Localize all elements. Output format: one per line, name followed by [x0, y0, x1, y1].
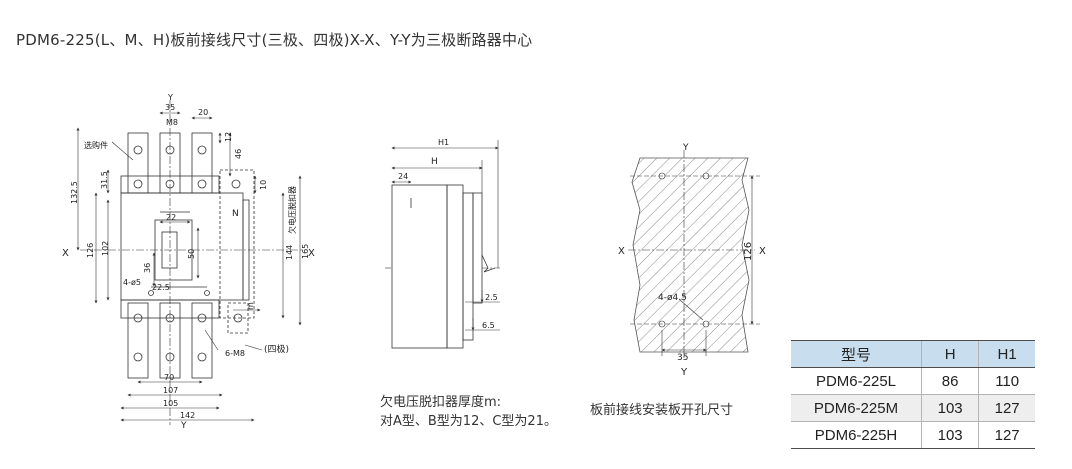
front-axis-x-left: X — [62, 248, 69, 259]
cell-model: PDM6-225L — [791, 367, 922, 395]
dim-2-5: 2.5 — [485, 293, 498, 302]
cutout-axis-y-top: Y — [682, 143, 689, 153]
table-row: PDM6-225M 103 127 — [791, 394, 1035, 422]
table-row: PDM6-225H 103 127 — [791, 421, 1035, 449]
front-axis-y-top: Y — [167, 93, 173, 102]
four-pole-label: (四极) — [264, 343, 289, 355]
dim-50: 50 — [187, 249, 196, 259]
n-pole-label: N — [232, 209, 239, 219]
header-h: H — [920, 340, 979, 368]
cutout-dim-126: 126 — [743, 242, 754, 261]
dim-46: 46 — [234, 149, 243, 159]
dim-h1: H1 — [438, 138, 449, 147]
busbar-top-3 — [191, 132, 213, 194]
undervoltage-caption-line1: 欠电压脱扣器厚度m: — [380, 395, 502, 410]
cutout-caption: 板前接线安装板开孔尺寸 — [590, 403, 734, 418]
mounting-plate-hatched — [631, 157, 750, 353]
table-header-row: 型号 H H1 — [791, 340, 1035, 368]
undervoltage-label: 欠电压脱扣器 — [287, 186, 297, 234]
dim-20: 20 — [198, 108, 208, 117]
dim-h: H — [431, 157, 438, 167]
side-view-labels: H1 H 24 2.5 6.5 — [398, 138, 498, 330]
front-axis-x-right: X — [308, 248, 315, 259]
cutout-view — [628, 150, 760, 360]
dim-22-5: 22.5 — [152, 283, 170, 292]
cutout-hole-4-phi4-5: 4-ø4.5 — [658, 293, 687, 303]
undervoltage-caption-line2: 对A型、B型为12、C型为21。 — [380, 414, 557, 429]
dim-142: 142 — [180, 411, 195, 420]
dim-m: m — [246, 302, 255, 310]
optional-label: 选购件 — [84, 140, 108, 150]
dim-102: 102 — [101, 241, 110, 256]
dim-132-5: 132.5 — [70, 181, 79, 204]
dim-70: 70 — [164, 373, 174, 382]
busbar-bottom-n — [227, 302, 249, 334]
cell-model: PDM6-225M — [791, 394, 922, 422]
dim-31-5: 31.5 — [100, 171, 109, 189]
cutout-axis-x: X — [618, 246, 625, 257]
dim-107: 107 — [163, 386, 178, 395]
dim-165: 165 — [301, 244, 310, 259]
dim-126: 126 — [86, 243, 95, 258]
front-axis-y-bottom: Y — [180, 421, 187, 431]
hole-4-phi5: 4-ø5 — [123, 278, 141, 287]
cell-h: 103 — [920, 394, 979, 422]
cutout-view-labels: Y X X 126 4-ø4.5 35 Y — [618, 143, 766, 378]
cell-model: PDM6-225H — [791, 421, 922, 449]
side-body-back — [391, 184, 448, 349]
n-pole — [219, 169, 255, 319]
cell-h1: 110 — [978, 367, 1035, 395]
undervoltage-caption: 欠电压脱扣器厚度m: 对A型、B型为12、C型为21。 — [380, 393, 557, 431]
thread-6-m8: 6-M8 — [225, 349, 245, 358]
busbar-top-1 — [127, 132, 149, 194]
side-view — [385, 184, 500, 349]
header-model: 型号 — [791, 340, 922, 368]
model-dimension-table: 型号 H H1 PDM6-225L 86 110 PDM6-225M 103 1… — [791, 340, 1035, 449]
busbar-bottom-1 — [127, 302, 149, 379]
cutout-axis-x-right: X — [759, 246, 766, 257]
dim-22: 22 — [166, 213, 176, 222]
dim-24: 24 — [398, 172, 408, 181]
dim-36: 36 — [143, 263, 152, 273]
cell-h: 103 — [920, 421, 979, 449]
thread-m8: M8 — [166, 118, 178, 127]
cell-h: 86 — [920, 367, 979, 395]
page-title: PDM6-225(L、M、H)板前接线尺寸(三极、四极)X-X、Y-Y为三极断路… — [16, 31, 533, 49]
dim-10: 10 — [259, 180, 268, 190]
front-view-labels: Y 35 20 M8 12 46 10 选购件 132.5 31.5 126 1… — [62, 93, 315, 431]
table-row: PDM6-225L 86 110 — [791, 367, 1035, 395]
cutout-dim-35: 35 — [677, 353, 688, 363]
dim-35-top: 35 — [165, 103, 175, 112]
cell-h1: 127 — [978, 421, 1035, 449]
dim-105: 105 — [163, 399, 178, 408]
dim-12: 12 — [224, 132, 233, 142]
front-view — [80, 100, 305, 425]
dim-6-5: 6.5 — [482, 321, 495, 330]
cutout-axis-y-bottom: Y — [680, 367, 688, 378]
dim-144: 144 — [285, 245, 294, 260]
header-h1: H1 — [978, 340, 1035, 368]
cell-h1: 127 — [978, 394, 1035, 422]
